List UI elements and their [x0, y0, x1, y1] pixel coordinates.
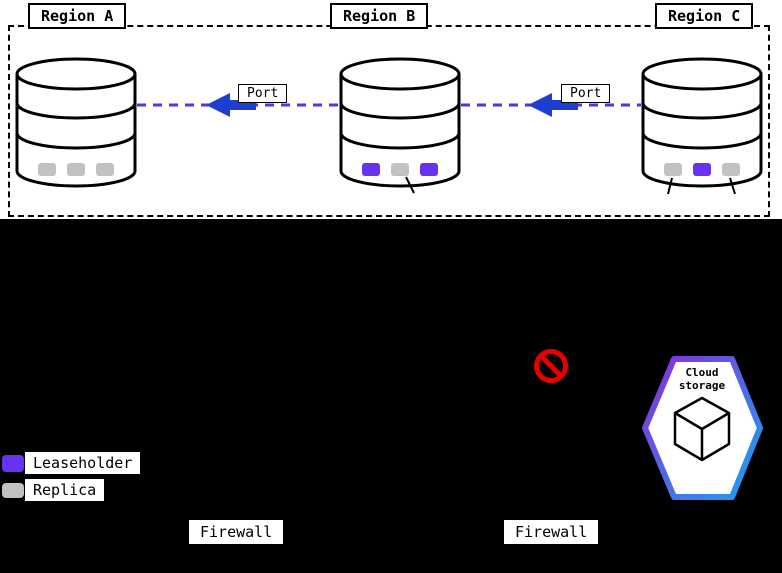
replica-slots	[339, 163, 461, 176]
firewall-label-1: Firewall	[189, 520, 284, 544]
no-entry-icon	[534, 349, 568, 383]
leaseholder-slot	[420, 163, 438, 176]
cube-icon	[673, 396, 731, 462]
port-label-b-c: Port	[561, 84, 611, 103]
leaseholder-slot	[693, 163, 711, 176]
leaseholder-swatch	[2, 455, 24, 472]
database-region-c	[641, 57, 763, 189]
replica-slot	[67, 163, 85, 176]
database-cylinder-icon	[339, 57, 461, 188]
replica-slot	[96, 163, 114, 176]
cloud-storage: Cloud storage	[641, 354, 763, 502]
replica-slots	[641, 163, 763, 176]
leaseholder-legend-label: Leaseholder	[25, 452, 141, 474]
replica-slot	[38, 163, 56, 176]
region-c-label: Region C	[655, 3, 754, 29]
region-b-label: Region B	[330, 3, 429, 29]
leaseholder-slot	[362, 163, 380, 176]
firewall-label-2: Firewall	[504, 520, 599, 544]
database-cylinder-icon	[641, 57, 763, 188]
replica-slot	[722, 163, 740, 176]
replica-swatch	[2, 483, 24, 498]
database-region-b	[339, 57, 461, 189]
database-cylinder-icon	[15, 57, 137, 188]
cloud-storage-label: Cloud storage	[678, 366, 726, 392]
port-label-a-b: Port	[238, 84, 288, 103]
replica-slots	[15, 163, 137, 176]
region-a-label: Region A	[28, 3, 127, 29]
replica-legend-label: Replica	[25, 479, 105, 501]
replica-slot	[664, 163, 682, 176]
replica-slot	[391, 163, 409, 176]
database-region-a	[15, 57, 137, 189]
